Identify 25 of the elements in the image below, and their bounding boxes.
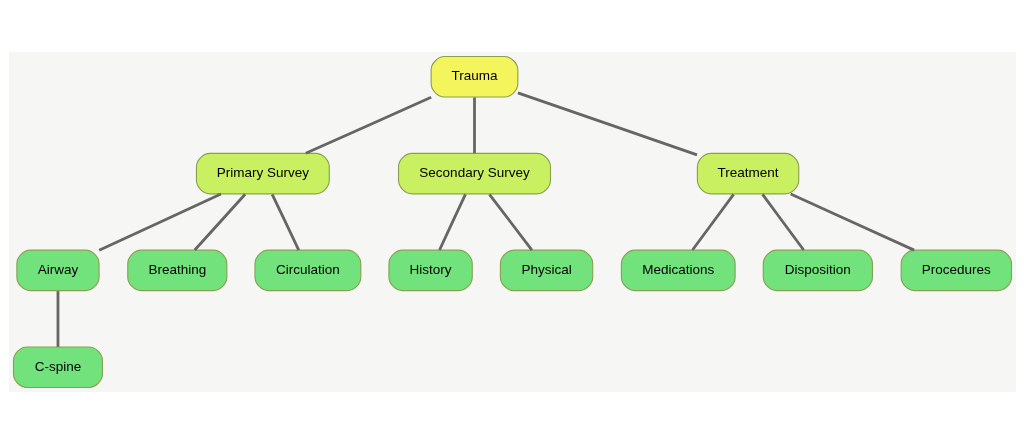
connector (98, 192, 221, 252)
connector (516, 91, 697, 157)
connector (56, 291, 59, 347)
node-box: Trauma (430, 55, 518, 98)
node-box: Treatment (696, 152, 799, 195)
node-box: Primary Survey (195, 152, 330, 195)
connector (193, 193, 246, 251)
node-box: Airway (15, 249, 100, 292)
node-box: Disposition (762, 249, 873, 292)
connector (789, 192, 915, 252)
connector (437, 193, 467, 251)
node-box: Secondary Survey (397, 152, 551, 195)
node-box: Physical (499, 249, 593, 292)
connector (760, 193, 805, 251)
connector (472, 97, 476, 154)
node-box: Procedures (900, 249, 1012, 292)
node-box: Circulation (253, 249, 361, 292)
connector (270, 193, 300, 251)
connector (487, 193, 533, 251)
connector (304, 95, 432, 155)
node-box: C-spine (12, 346, 103, 389)
connector (690, 193, 735, 251)
node-box: History (387, 249, 473, 292)
node-box: Medications (620, 249, 736, 292)
node-box: Breathing (126, 249, 227, 292)
